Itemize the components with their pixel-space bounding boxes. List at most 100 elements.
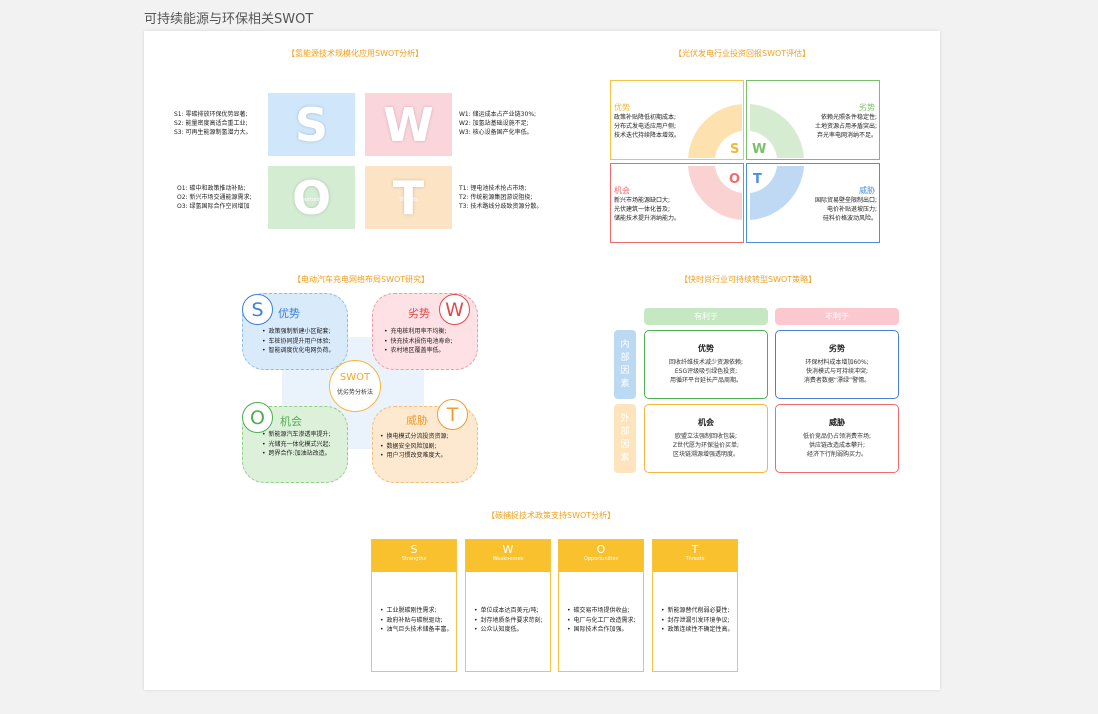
s3-center-sub: 优劣势分析法 [336, 389, 373, 396]
s2-ring [688, 104, 804, 220]
s3-s-item-1: 政策强制新建小区配套; [262, 327, 335, 337]
s4-cell-s: 优势 回收纤维技术减少资源依赖; ESG评级吸引绿色投资; 用循环平台延长产品周… [644, 330, 768, 399]
s5-w-item-1: 单位成本达百美元/吨; [474, 606, 543, 616]
s2-t-line-1: 国际贸易壁垒限制出口; [814, 197, 877, 204]
s1-strength-2: S2: 能量密度高适合重工业; [174, 120, 248, 127]
s1-tile-t-letter: T [392, 170, 425, 225]
s2-box-o [610, 163, 744, 243]
s3-s-item-2: 车桩协同提升用户体验; [262, 337, 335, 347]
s4-w-line-2: 快消模式与可持续冲突; [805, 368, 869, 375]
s1-strength-1: S1: 零碳排放环保优势显著; [174, 111, 248, 118]
s5-t-name: Threats [685, 556, 705, 562]
s5-s-list: 工业脱碳刚性需求; 政府补贴与碳税驱动; 油气巨头技术储备丰富。 [380, 606, 453, 635]
s1-strengths-list: S1: 零碳排放环保优势显著; S2: 能量密度高适合重工业; S3: 可再生能… [174, 110, 252, 137]
page-title: 可持续能源与环保相关SWOT [144, 12, 314, 27]
s3-o-item-2: 光储充一体化模式兴起; [262, 440, 346, 450]
s2-letter-t: T [753, 172, 762, 187]
s2-title: 【光伏发电行业投资回报SWOT评估】 [674, 49, 811, 58]
s2-text-t: 国际贸易壁垒限制出口; 电价补贴退坡压力; 硅料价格波动风险。 [815, 196, 877, 223]
s5-s-head: S Strengths [372, 540, 456, 572]
s1-opportunities-list: O1: 碳中和政策推动补贴; O2: 新兴市场交通能源需求; O3: 绿氢国际合… [177, 184, 252, 211]
s2-w-line-1: 依赖光照条件稳定性; [820, 114, 877, 121]
s3-label-s: 优势 [278, 307, 300, 320]
s1-tile-o-sub: Opportunities [294, 197, 329, 203]
s2-text-o: 新兴市场能源缺口大; 光伏建筑一体化普及; 储能技术提升消纳能力。 [614, 196, 680, 223]
s3-list-o: 新能源汽车渗透率提升; 光储充一体化模式兴起; 跨界合作:加油站改造。 [262, 430, 346, 459]
s3-o-item-1: 新能源汽车渗透率提升; [262, 430, 346, 440]
s4-title: 【快时尚行业可持续转型SWOT策略】 [680, 275, 817, 284]
s5-o-item-2: 电厂与化工厂改造需求; [567, 616, 636, 626]
s3-title: 【电动汽车充电网络布局SWOT研究】 [293, 275, 430, 284]
s4-t-title: 威胁 [829, 418, 845, 427]
s4-w-line-1: 环保材料成本增加60%; [805, 359, 869, 366]
s1-tile-o: O Opportunities [268, 166, 355, 229]
s3-label-o: 机会 [280, 415, 302, 428]
s4-col-favorable: 有利于 [644, 308, 768, 325]
s2-label-w: 劣势 [859, 103, 875, 112]
s4-col-unfavorable: 不利于 [775, 308, 899, 325]
s3-label-w: 劣势 [408, 307, 430, 320]
s1-tile-w-letter: W [383, 97, 434, 152]
canvas-sheet: 【氢能源技术规模化应用SWOT分析】 S1: 零碳排放环保优势显著; S2: 能… [144, 31, 940, 690]
s5-s-letter: S [410, 543, 418, 556]
s3-t-item-2: 数据安全风险加剧; [380, 442, 449, 452]
s2-text-w: 依赖光照条件稳定性; 土地资源占用矛盾突出; 弃光率电网消纳不足。 [815, 113, 877, 140]
s1-opportunity-2: O2: 新兴市场交通能源需求; [177, 194, 252, 201]
s5-w-list: 单位成本达百美元/吨; 封存地质条件要求苛刻; 公众认知度低。 [474, 606, 543, 635]
s1-weakness-2: W2: 加氢站基础设施不足; [459, 120, 529, 127]
s5-o-item-1: 碳交易市场提供收益; [567, 606, 636, 616]
s5-o-head: O Opportunities [559, 540, 643, 572]
s3-circle-t: T [437, 399, 468, 430]
s4-s-body: 回收纤维技术减少资源依赖; ESG评级吸引绿色投资; 用循环平台延长产品周期。 [645, 358, 767, 385]
s2-letter-s: S [730, 142, 740, 157]
s4-row-internal-label: 内部因素 [620, 339, 630, 389]
s5-t-item-2: 封存泄漏引发环境争议; [661, 616, 734, 626]
s5-column-t: T Threats 新能源替代削弱必要性; 封存泄漏引发环境争议; 政策连续性不… [652, 539, 738, 672]
s4-s-line-1: 回收纤维技术减少资源依赖; [668, 359, 744, 366]
s1-threat-3: T3: 技术路线分歧致资源分散。 [459, 203, 543, 210]
s1-weaknesses-list: W1: 储运成本占产业链30%; W2: 加氢站基础设施不足; W3: 核心设备… [459, 110, 536, 137]
s3-circle-s: S [242, 294, 273, 325]
s5-t-item-3: 政策连续性不确定性高。 [661, 625, 734, 635]
s3-list-w: 充电桩利用率不均衡; 快充技术损伤电池寿命; 农村地区覆盖率低。 [384, 327, 453, 356]
s3-circle-w: W [439, 294, 470, 325]
s5-w-letter: W [502, 543, 514, 556]
s2-label-s: 优势 [614, 103, 630, 112]
s3-center-badge: SWOT 优劣势分析法 [329, 360, 381, 412]
s5-s-item-2: 政府补贴与碳税驱动; [380, 616, 453, 626]
s4-w-title: 劣势 [829, 344, 845, 353]
s4-o-line-1: 欧盟立法强制回收包装; [674, 433, 738, 440]
s5-title: 【碳捕捉技术政策支持SWOT分析】 [487, 511, 616, 520]
s3-label-t: 威胁 [406, 414, 428, 427]
s2-ring-t [750, 166, 804, 220]
s2-label-t: 威胁 [859, 186, 875, 195]
s4-cell-t: 威胁 低价竞品仍占领消费市场; 供应链改造成本攀升; 经济下行削弱购买力。 [775, 404, 899, 473]
s1-strength-3: S3: 可再生能源制氢潜力大。 [174, 129, 252, 136]
s4-cell-o: 机会 欧盟立法强制回收包装; Z世代愿为环保溢价买单; 区块链溯源增强透明度。 [644, 404, 768, 473]
s4-t-line-3: 经济下行削弱购买力。 [806, 451, 867, 458]
s2-label-o: 机会 [614, 186, 630, 195]
s1-tile-s: S [268, 93, 355, 156]
s4-o-line-3: 区块链溯源增强透明度。 [672, 451, 739, 458]
s3-t-item-1: 换电模式分流投资资源; [380, 432, 449, 442]
s4-s-line-2: ESG评级吸引绿色投资; [674, 368, 738, 375]
s1-weakness-3: W3: 核心设备国产化率低。 [459, 129, 533, 136]
s2-ring-s [688, 104, 742, 158]
s2-ring-w [750, 104, 804, 158]
s5-s-item-1: 工业脱碳刚性需求; [380, 606, 453, 616]
s3-w-item-2: 快充技术损伤电池寿命; [384, 337, 453, 347]
s1-tile-s-letter: S [294, 97, 329, 152]
s1-threat-1: T1: 锂电池技术抢占市场; [459, 185, 527, 192]
s4-cell-w: 劣势 环保材料成本增加60%; 快消模式与可持续冲突; 消费者数据“漂绿”警惕。 [775, 330, 899, 399]
s1-weakness-1: W1: 储运成本占产业链30%; [459, 111, 537, 118]
s1-tile-t-sub: Threats [399, 197, 418, 203]
s1-opportunity-1: O1: 碳中和政策推动补贴; [177, 185, 246, 192]
s1-tile-w: W [365, 93, 452, 156]
s5-s-name: Strengths [401, 556, 427, 562]
s5-w-item-3: 公众认知度低。 [474, 625, 543, 635]
s1-opportunity-3: O3: 绿氢国际合作空间增加 [177, 203, 250, 210]
s4-o-body: 欧盟立法强制回收包装; Z世代愿为环保溢价买单; 区块链溯源增强透明度。 [645, 432, 767, 459]
s1-threat-2: T2: 传统能源集团游说阻挠; [459, 194, 533, 201]
s2-t-line-3: 硅料价格波动风险。 [822, 215, 877, 222]
s5-o-list: 碳交易市场提供收益; 电厂与化工厂改造需求; 国际技术合作加强。 [567, 606, 636, 635]
